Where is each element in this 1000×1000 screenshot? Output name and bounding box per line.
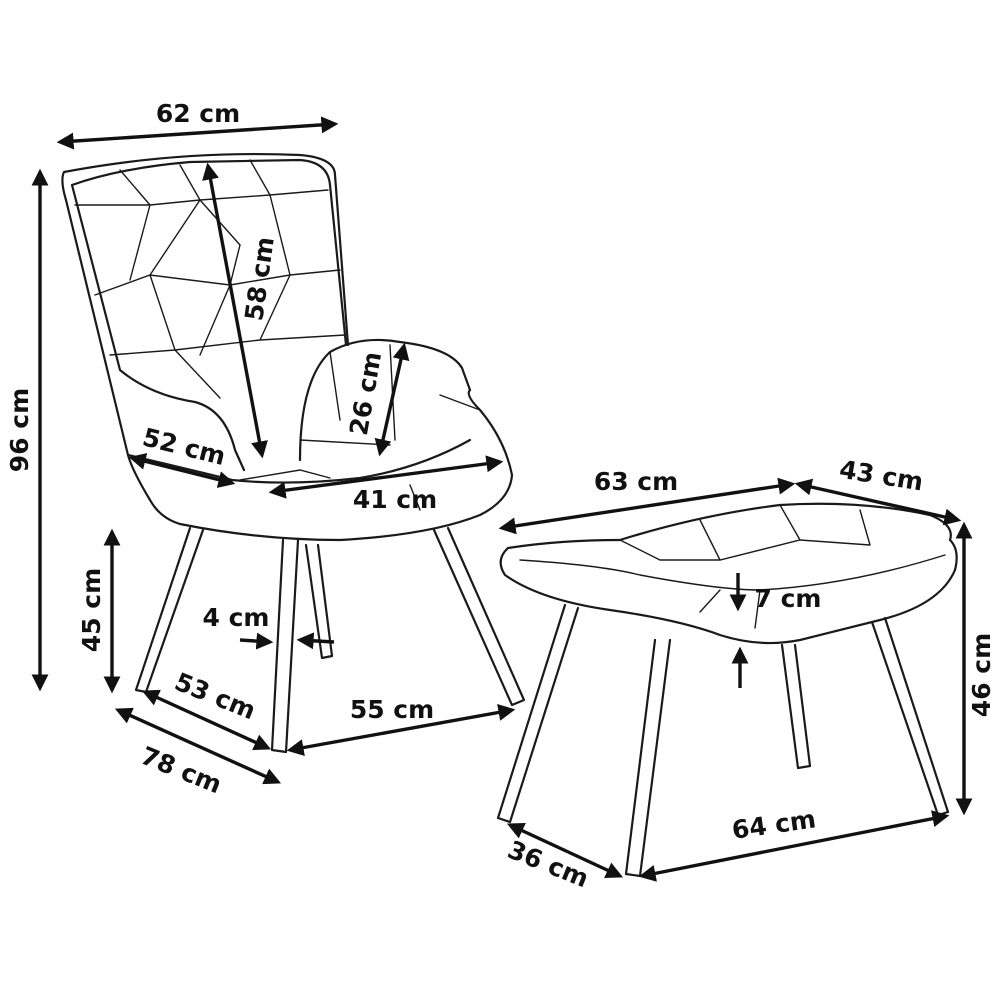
chair-width-arrow — [56, 116, 339, 150]
ottoman-cushion-body — [499, 538, 958, 645]
ottoman-height-label: 46 cm — [967, 633, 996, 717]
chair-seat-width-arrow — [268, 455, 504, 499]
chair-seat-height-label: 45 cm — [77, 568, 106, 652]
ottoman-cushion-tufting — [519, 504, 946, 629]
chair-backrest-tufting — [74, 159, 346, 399]
armchair-drawing: 62 cm 96 cm 58 cm 26 cm 52 cm 41 cm 45 c… — [5, 99, 526, 799]
chair-total-depth-arrow — [114, 707, 282, 785]
chair-seat — [126, 388, 514, 542]
chair-leg-arrow-right — [296, 632, 335, 650]
chair-leg-front-right — [432, 526, 526, 707]
chair-armrest — [298, 338, 472, 462]
chair-width-label: 62 cm — [156, 99, 240, 128]
chair-backrest-arrow — [202, 162, 268, 459]
ottoman-depth-label: 43 cm — [837, 455, 925, 497]
chair-dimension-lines — [31, 116, 516, 785]
ottoman-base-depth-arrow — [506, 823, 624, 878]
ottoman-cushion-top — [506, 502, 952, 550]
chair-backrest-shell — [61, 152, 350, 457]
ottoman-drawing: 63 cm 43 cm 7 cm 46 cm 64 cm 36 cm — [496, 455, 996, 893]
chair-seat-width-label: 41 cm — [353, 485, 437, 514]
chair-leg-back — [304, 543, 334, 660]
chair-seat-depth-arrow — [128, 453, 236, 488]
chair-leg-arrow-left — [239, 632, 274, 650]
chair-leg-front-left — [134, 526, 205, 694]
chair-base-width-arrow — [286, 704, 516, 756]
chair-armrest-label: 26 cm — [344, 349, 387, 437]
chair-height-label: 96 cm — [5, 388, 34, 472]
ottoman-leg-right — [870, 616, 950, 817]
chair-base-depth-label: 53 cm — [171, 667, 260, 725]
chair-leg-front-center — [270, 538, 300, 754]
ottoman-base-width-arrow — [638, 810, 950, 882]
ottoman-depth-arrow — [794, 478, 962, 526]
ottoman-leg-back — [780, 643, 812, 770]
ottoman-cushion-label: 7 cm — [755, 584, 822, 613]
ottoman-width-label: 63 cm — [594, 467, 678, 496]
chair-backrest-panel — [70, 158, 348, 472]
chair-base-width-label: 55 cm — [350, 695, 434, 724]
ottoman-base-width-label: 64 cm — [730, 804, 818, 844]
ottoman-dimension-lines — [498, 477, 973, 882]
chair-armrest-arrow — [374, 342, 410, 457]
ottoman-leg-front-center — [624, 638, 672, 878]
ottoman-width-arrow — [498, 477, 796, 535]
chair-total-depth-label: 78 cm — [137, 741, 226, 799]
chair-leg-label: 4 cm — [203, 603, 270, 632]
ottoman-leg-front-left — [496, 603, 580, 824]
